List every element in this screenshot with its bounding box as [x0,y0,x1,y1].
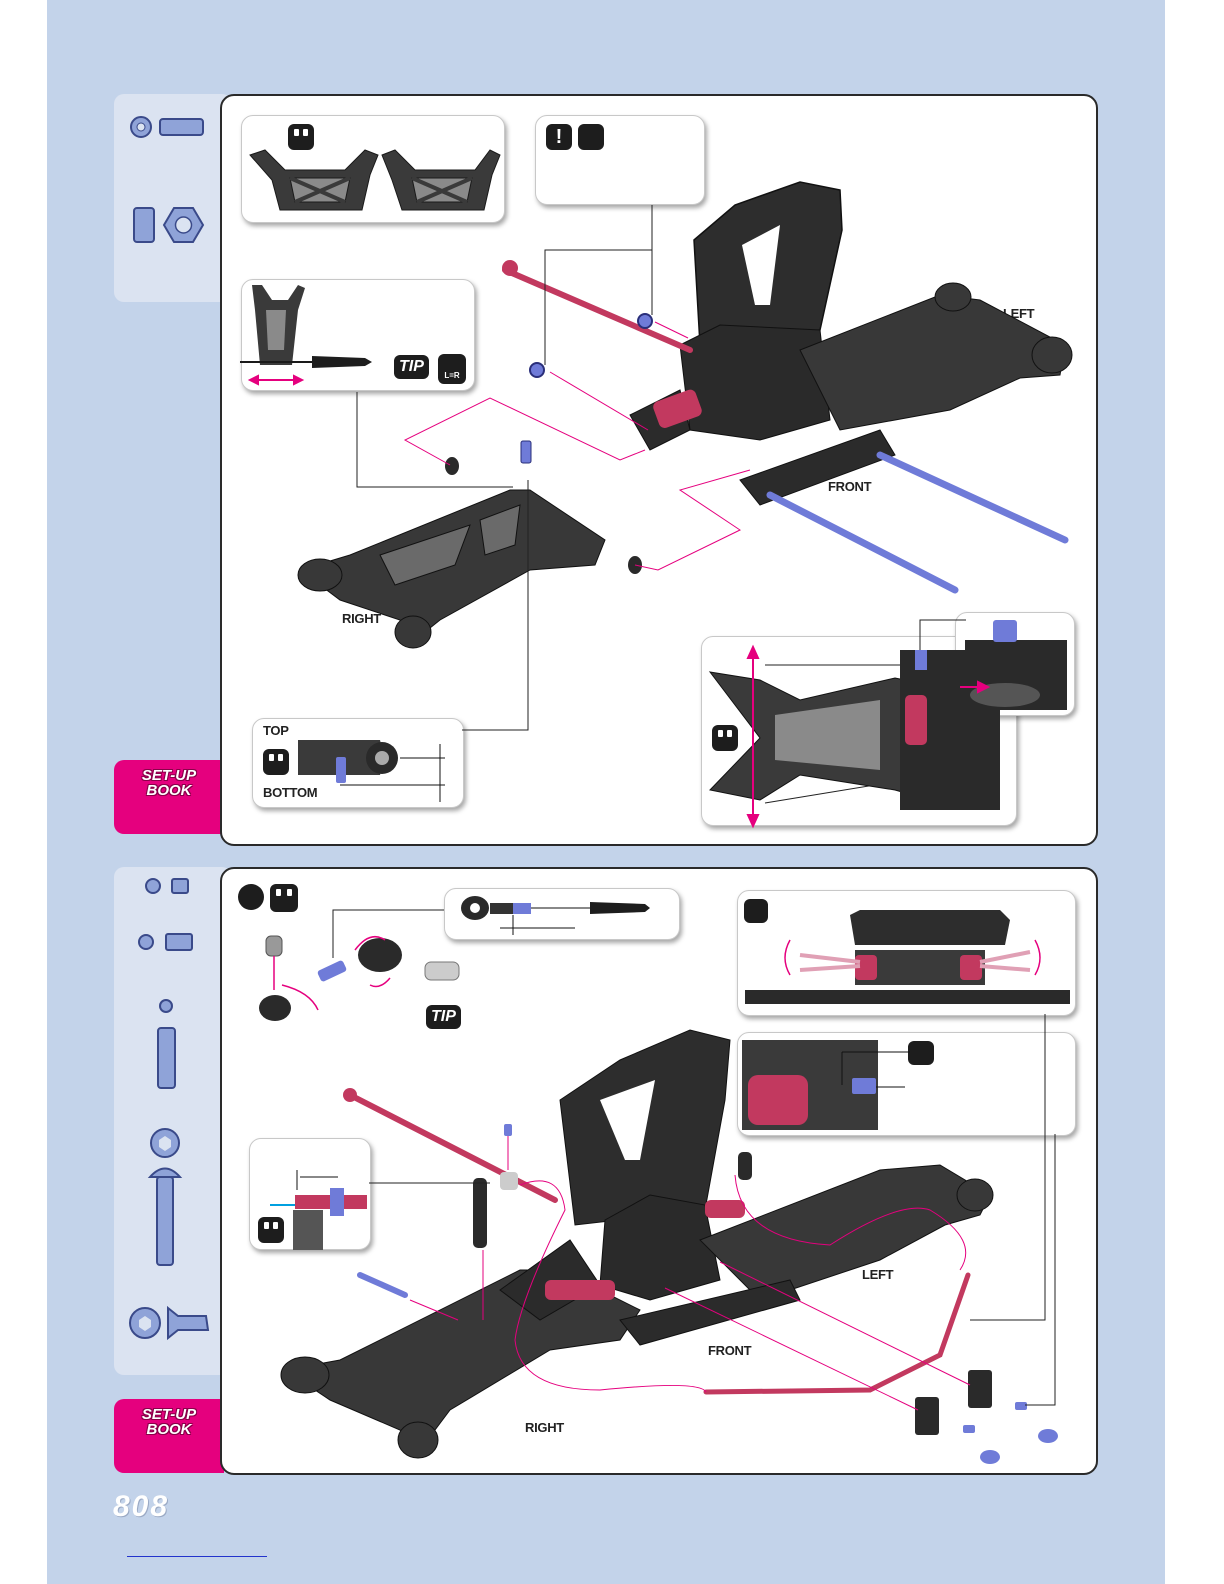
pin-detail-diagram [270,1170,367,1250]
antiroll-top-view [745,910,1070,1004]
rear-shock-tower-step2 [560,1030,730,1225]
antiroll-mounts [915,1370,1058,1464]
ball-end-exploded [259,936,459,1021]
left-arm-step2 [700,1165,993,1300]
footer-link-line[interactable] [127,1556,267,1557]
brand-logo: 808 [113,1490,169,1524]
hinge-screw-step2 [360,1275,405,1295]
antiroll-mount-view [742,1040,910,1130]
turnbuckle-tool-diagram [461,896,650,935]
